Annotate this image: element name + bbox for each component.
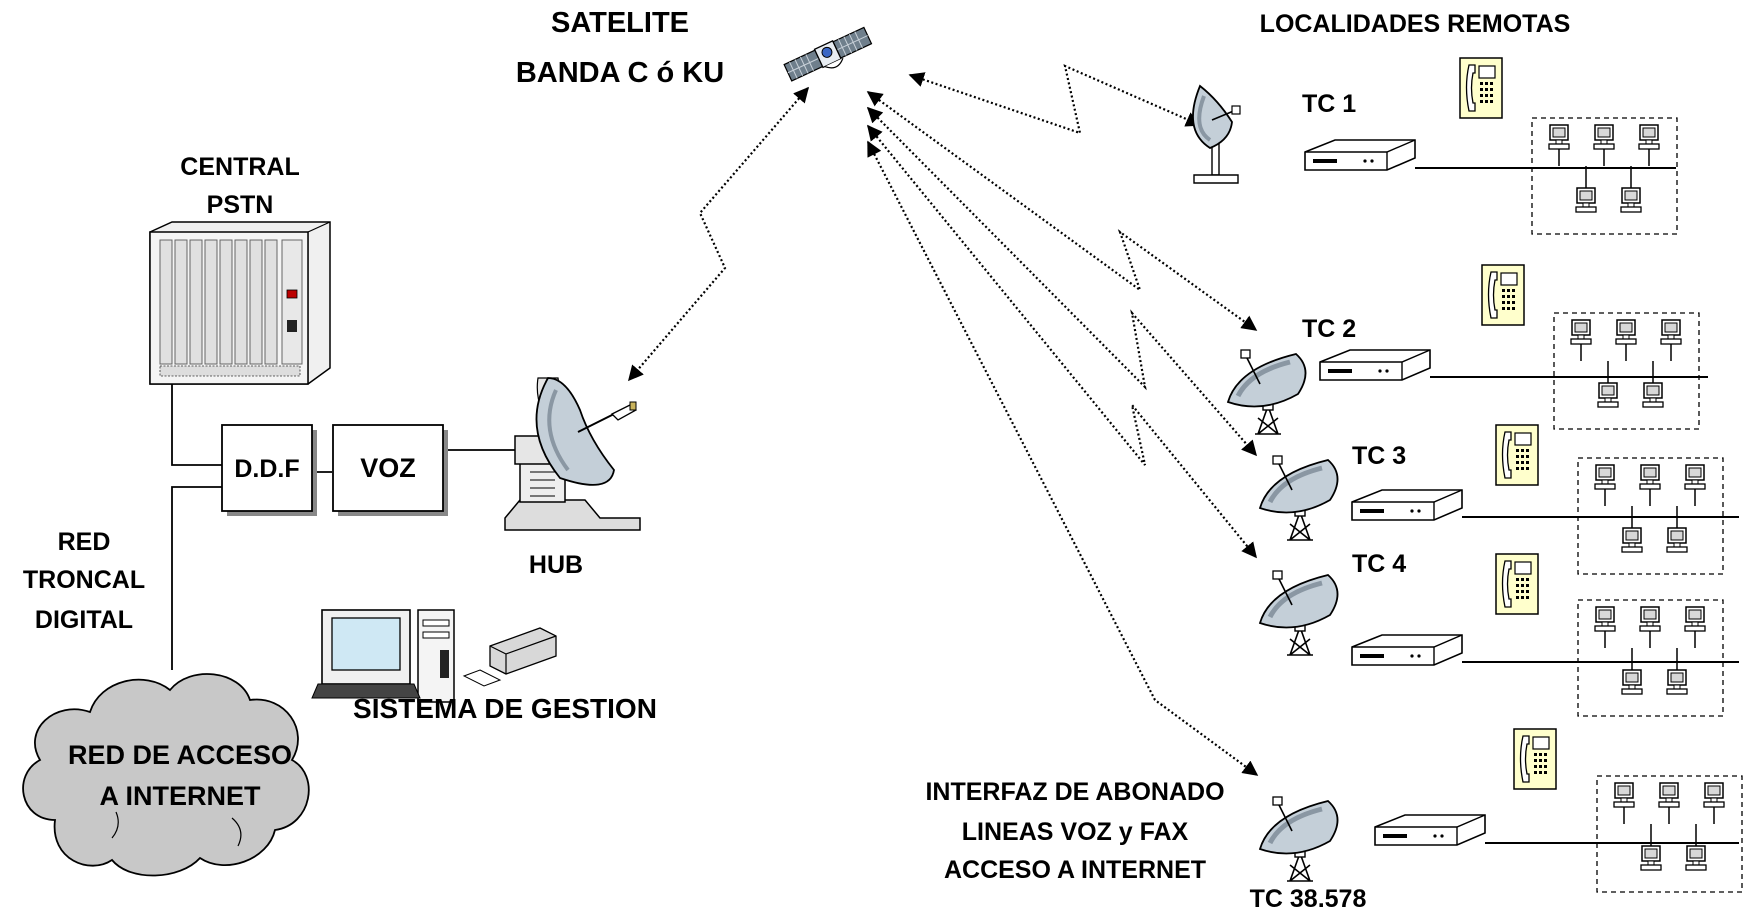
tc2-label: TC 2 (1302, 315, 1356, 343)
tc3-label: TC 3 (1352, 442, 1406, 470)
tc4-label: TC 4 (1352, 550, 1406, 578)
pstn-rack-icon (149, 221, 331, 385)
tc4-phone-icon (1495, 553, 1539, 615)
wiring (171, 384, 520, 670)
satellite-icon (783, 26, 873, 82)
ddf-label: D.D.F (234, 455, 299, 483)
tc4-modem (1351, 634, 1463, 666)
red-troncal-line2: TRONCAL (23, 566, 145, 594)
tc2-antenna-icon (1228, 350, 1306, 434)
remote-localities-title: LOCALIDADES REMOTAS (1260, 10, 1571, 38)
tc38578-phone-icon (1513, 728, 1557, 790)
voz-box (332, 424, 448, 516)
radio-links (627, 64, 1259, 776)
tc38578-lan (1597, 776, 1742, 892)
satellite-title-line2: BANDA C ó KU (516, 57, 724, 89)
tc3-phone-icon (1495, 424, 1539, 486)
tc3-modem (1351, 489, 1463, 521)
cloud-label-line2: A INTERNET (100, 781, 262, 811)
hub-antenna-icon (504, 377, 641, 531)
ddf-box (221, 424, 317, 516)
interfaz-line3: ACCESO A INTERNET (944, 856, 1206, 884)
tc4-antenna-icon (1260, 571, 1338, 655)
hub-label: HUB (529, 551, 583, 579)
management-system-label: SISTEMA DE GESTION (353, 693, 657, 724)
cloud-label-line1: RED DE ACCESO (68, 740, 292, 770)
tc1-lan (1532, 118, 1677, 234)
tc1-phone-icon (1459, 57, 1503, 119)
tc2-modem (1319, 349, 1431, 381)
internet-cloud-icon (22, 673, 310, 877)
tc1-antenna-icon (1192, 84, 1241, 184)
tc2-phone-icon (1481, 264, 1525, 326)
red-troncal-line1: RED (58, 528, 111, 556)
link-hub (627, 86, 810, 382)
central-label-line2: PSTN (207, 191, 274, 219)
printer-icon (462, 627, 557, 687)
tc3-antenna-icon (1260, 456, 1338, 540)
satellite-title-line1: SATELITE (551, 7, 689, 39)
link-tc1 (908, 64, 1202, 135)
link-tc38578 (867, 140, 1259, 776)
tc2-lan (1554, 313, 1699, 429)
tc38578-modem (1374, 814, 1486, 846)
voz-label: VOZ (360, 453, 416, 483)
management-workstation-icon (311, 609, 455, 703)
link-tc3 (866, 106, 1258, 457)
tc38578-label: TC 38.578 (1250, 885, 1367, 913)
tc4-lan (1578, 600, 1723, 716)
tc38578-antenna-icon (1260, 797, 1338, 881)
link-tc4 (867, 124, 1257, 559)
tc1-label: TC 1 (1302, 90, 1356, 118)
tc1-modem (1304, 139, 1416, 171)
interfaz-line1: INTERFAZ DE ABONADO (925, 778, 1224, 806)
central-label-line1: CENTRAL (180, 153, 299, 181)
interfaz-line2: LINEAS VOZ y FAX (962, 818, 1189, 846)
red-troncal-line3: DIGITAL (35, 606, 133, 634)
